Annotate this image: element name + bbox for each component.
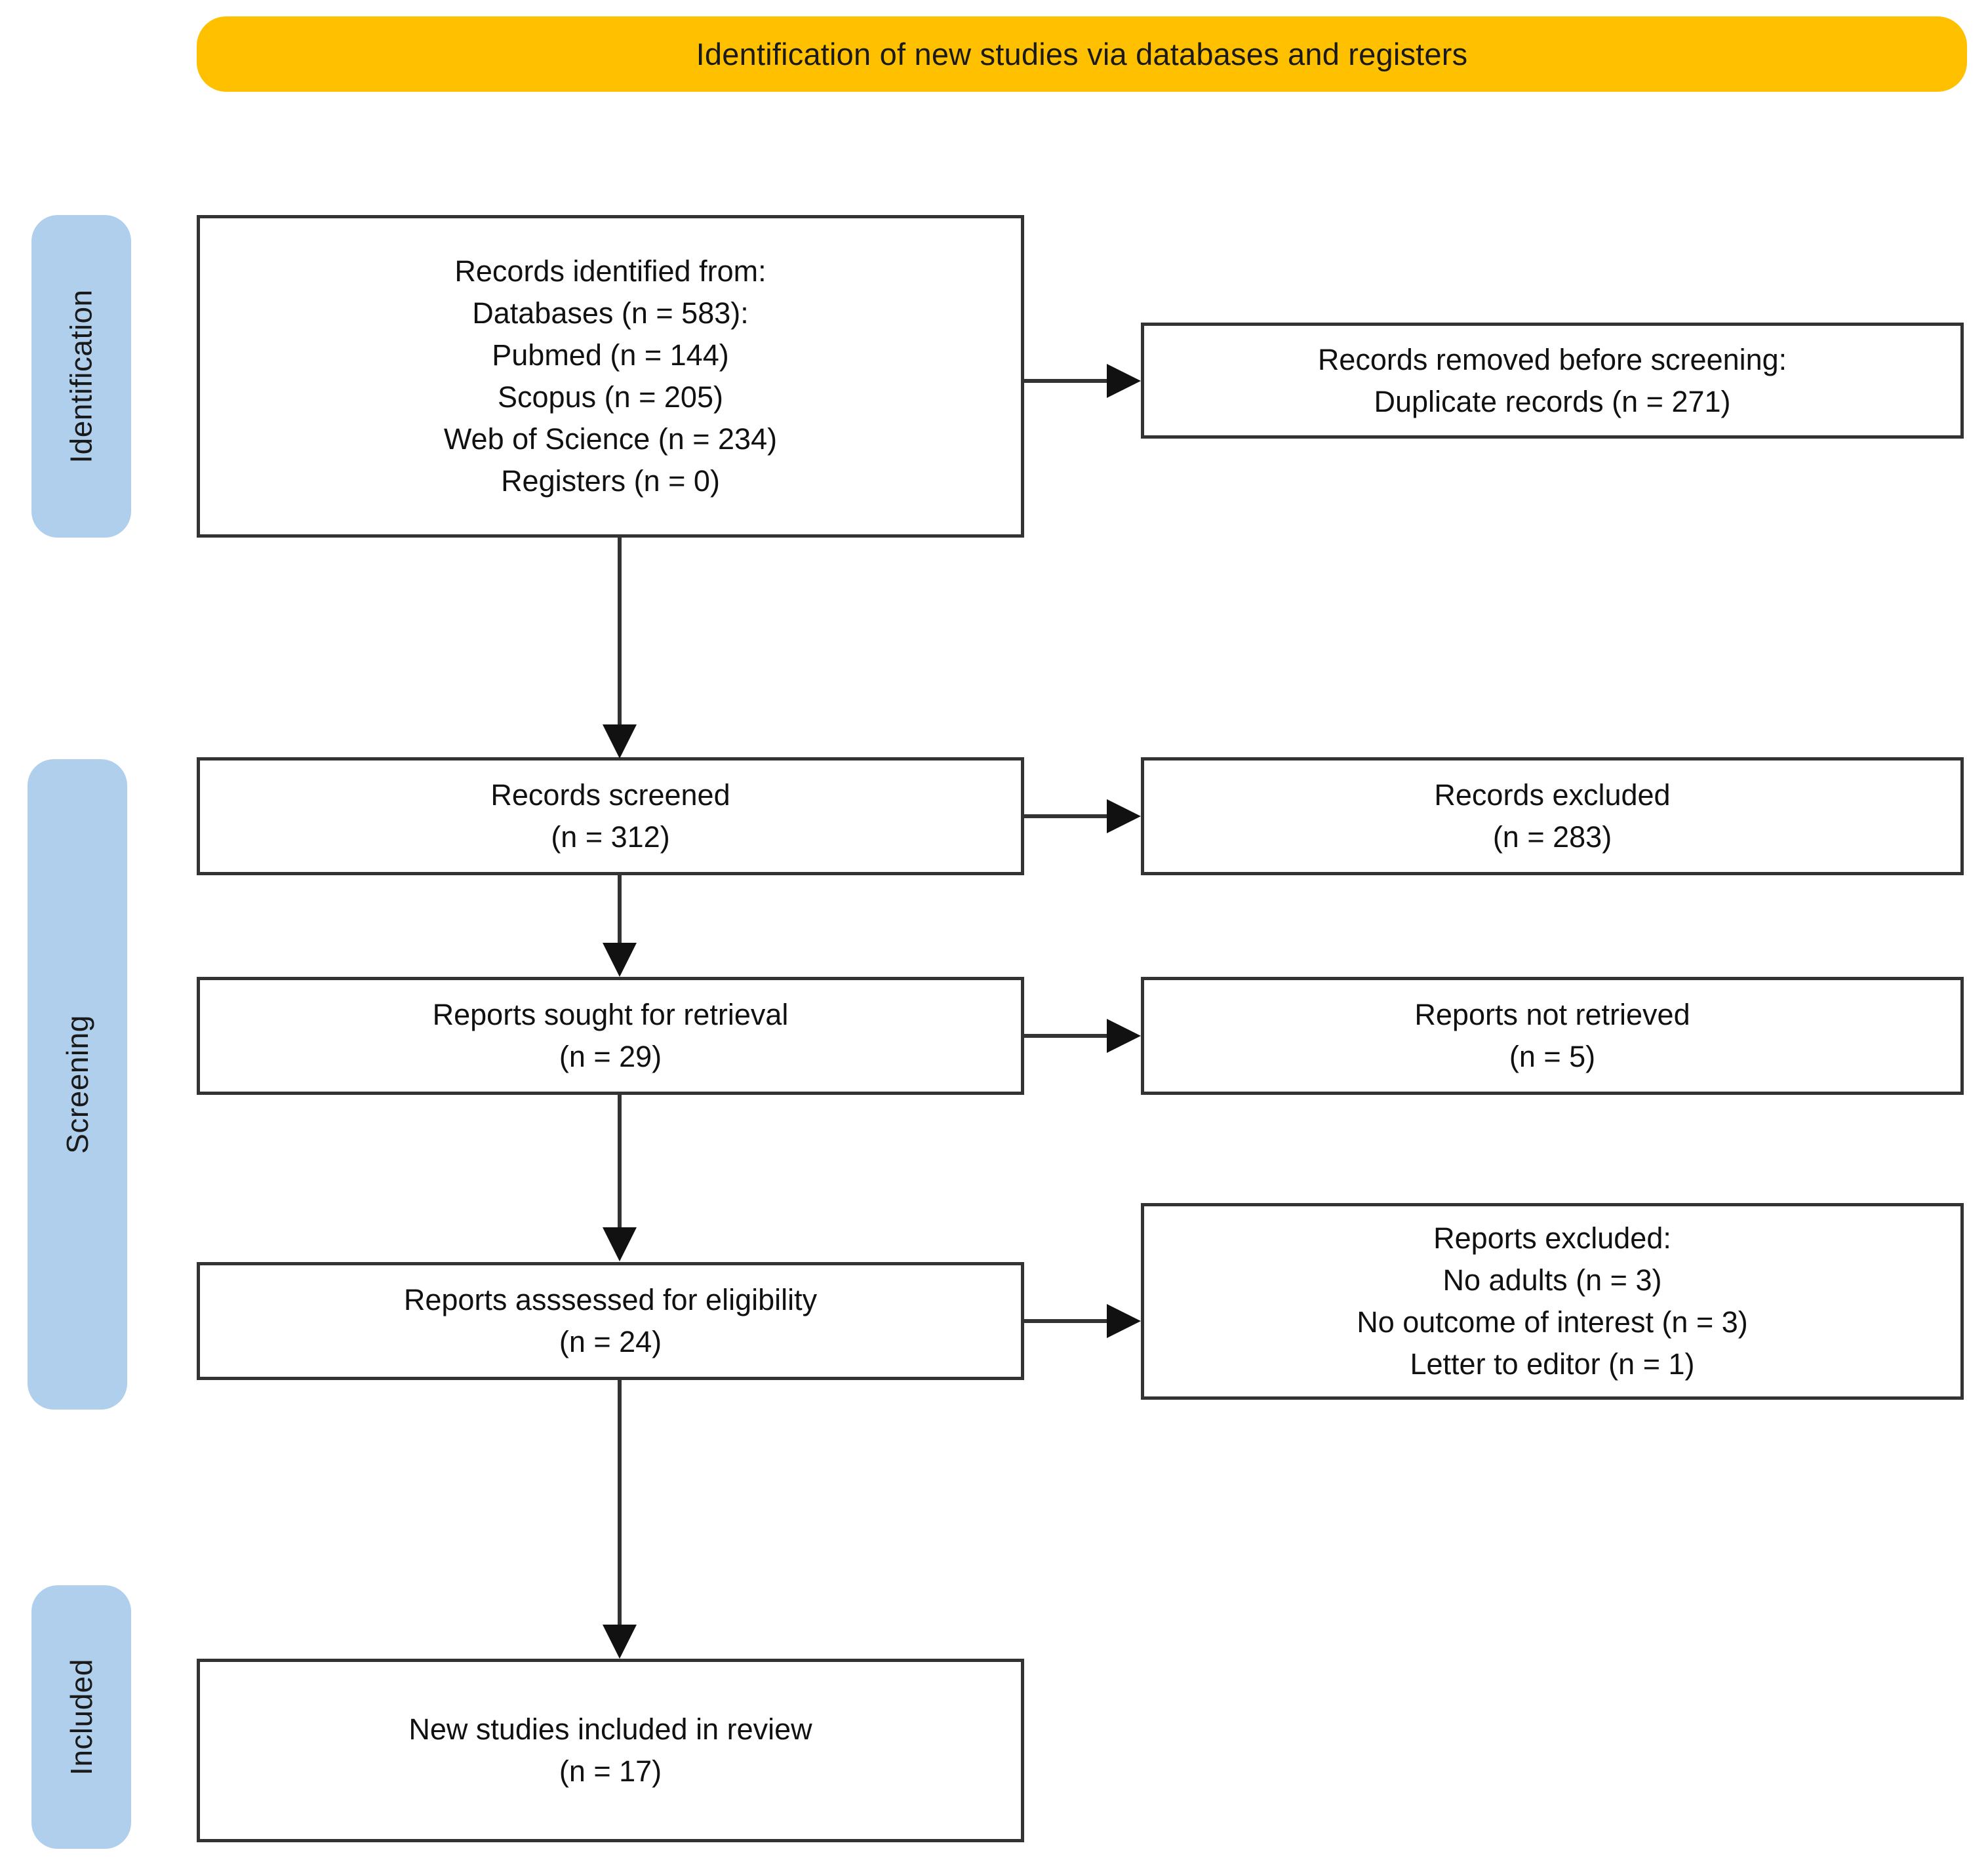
box-line: Databases (n = 583): <box>472 296 749 330</box>
connector-eligibility-to-reports-excluded <box>1024 1319 1113 1323</box>
box-line: Records removed before screening: <box>1317 342 1787 376</box>
stage-label-included-text: Included <box>64 1659 99 1775</box>
box-line: Duplicate records (n = 271) <box>1374 384 1731 418</box>
stage-label-included: Included <box>31 1585 131 1849</box>
box-reports-not-retrieved: Reports not retrieved (n = 5) <box>1141 977 1964 1095</box>
box-line: Reports not retrieved <box>1414 998 1690 1032</box>
box-line: (n = 5) <box>1509 1040 1596 1073</box>
box-line: Pubmed (n = 144) <box>492 338 729 372</box>
box-line: Web of Science (n = 234) <box>443 422 778 456</box>
stage-label-screening: Screening <box>28 759 127 1410</box>
box-records-screened: Records screened (n = 312) <box>197 757 1024 875</box>
connector-screened-to-sought <box>618 875 622 944</box>
stage-label-identification: Identification <box>31 215 131 538</box>
box-line: (n = 283) <box>1492 820 1612 854</box>
arrowhead-right-icon <box>1107 1304 1141 1338</box>
box-line: (n = 24) <box>559 1325 662 1358</box>
box-line: Letter to editor (n = 1) <box>1410 1347 1695 1381</box>
stage-label-identification-text: Identification <box>64 289 98 464</box>
box-line: No adults (n = 3) <box>1442 1263 1662 1297</box>
arrowhead-down-icon <box>603 1625 637 1659</box>
box-line: Reports sought for retrieval <box>432 998 789 1032</box>
connector-sought-to-not-retrieved <box>1024 1034 1113 1038</box>
connector-sought-to-eligibility <box>618 1095 622 1229</box>
box-records-removed: Records removed before screening: Duplic… <box>1141 323 1964 439</box>
box-line: (n = 312) <box>551 820 670 854</box>
connector-screened-to-excluded <box>1024 814 1113 818</box>
arrowhead-right-icon <box>1107 364 1141 398</box>
arrowhead-right-icon <box>1107 799 1141 833</box>
box-line: Records screened <box>490 778 730 812</box>
box-line: Reports excluded: <box>1433 1221 1671 1255</box>
arrowhead-down-icon <box>603 943 637 977</box>
box-line: New studies included in review <box>408 1712 812 1747</box>
arrowhead-down-icon <box>603 724 637 759</box>
connector-eligibility-to-included <box>618 1380 622 1626</box>
box-records-excluded: Records excluded (n = 283) <box>1141 757 1964 875</box>
box-line: (n = 29) <box>559 1040 662 1073</box>
box-line: No outcome of interest (n = 3) <box>1357 1305 1748 1339</box>
connector-identified-to-removed <box>1024 379 1113 383</box>
box-line: Reports asssessed for eligibility <box>403 1283 818 1317</box>
box-new-studies-included: New studies included in review (n = 17) <box>197 1659 1024 1842</box>
diagram-title-banner: Identification of new studies via databa… <box>197 16 1967 92</box>
box-records-identified: Records identified from: Databases (n = … <box>197 215 1024 538</box>
box-reports-excluded: Reports excluded: No adults (n = 3) No o… <box>1141 1203 1964 1400</box>
box-line: Records excluded <box>1434 778 1671 812</box>
box-reports-assessed-for-eligibility: Reports asssessed for eligibility (n = 2… <box>197 1262 1024 1380</box>
diagram-title: Identification of new studies via databa… <box>696 37 1468 71</box>
box-line: Records identified from: <box>454 254 766 288</box>
arrowhead-down-icon <box>603 1227 637 1261</box>
box-line: Scopus (n = 205) <box>498 380 723 414</box>
box-reports-sought-for-retrieval: Reports sought for retrieval (n = 29) <box>197 977 1024 1095</box>
stage-label-screening-text: Screening <box>60 1015 95 1154</box>
connector-identified-to-screened <box>618 538 622 728</box>
arrowhead-right-icon <box>1107 1019 1141 1053</box>
box-line: (n = 17) <box>559 1754 662 1788</box>
box-line: Registers (n = 0) <box>501 464 720 498</box>
